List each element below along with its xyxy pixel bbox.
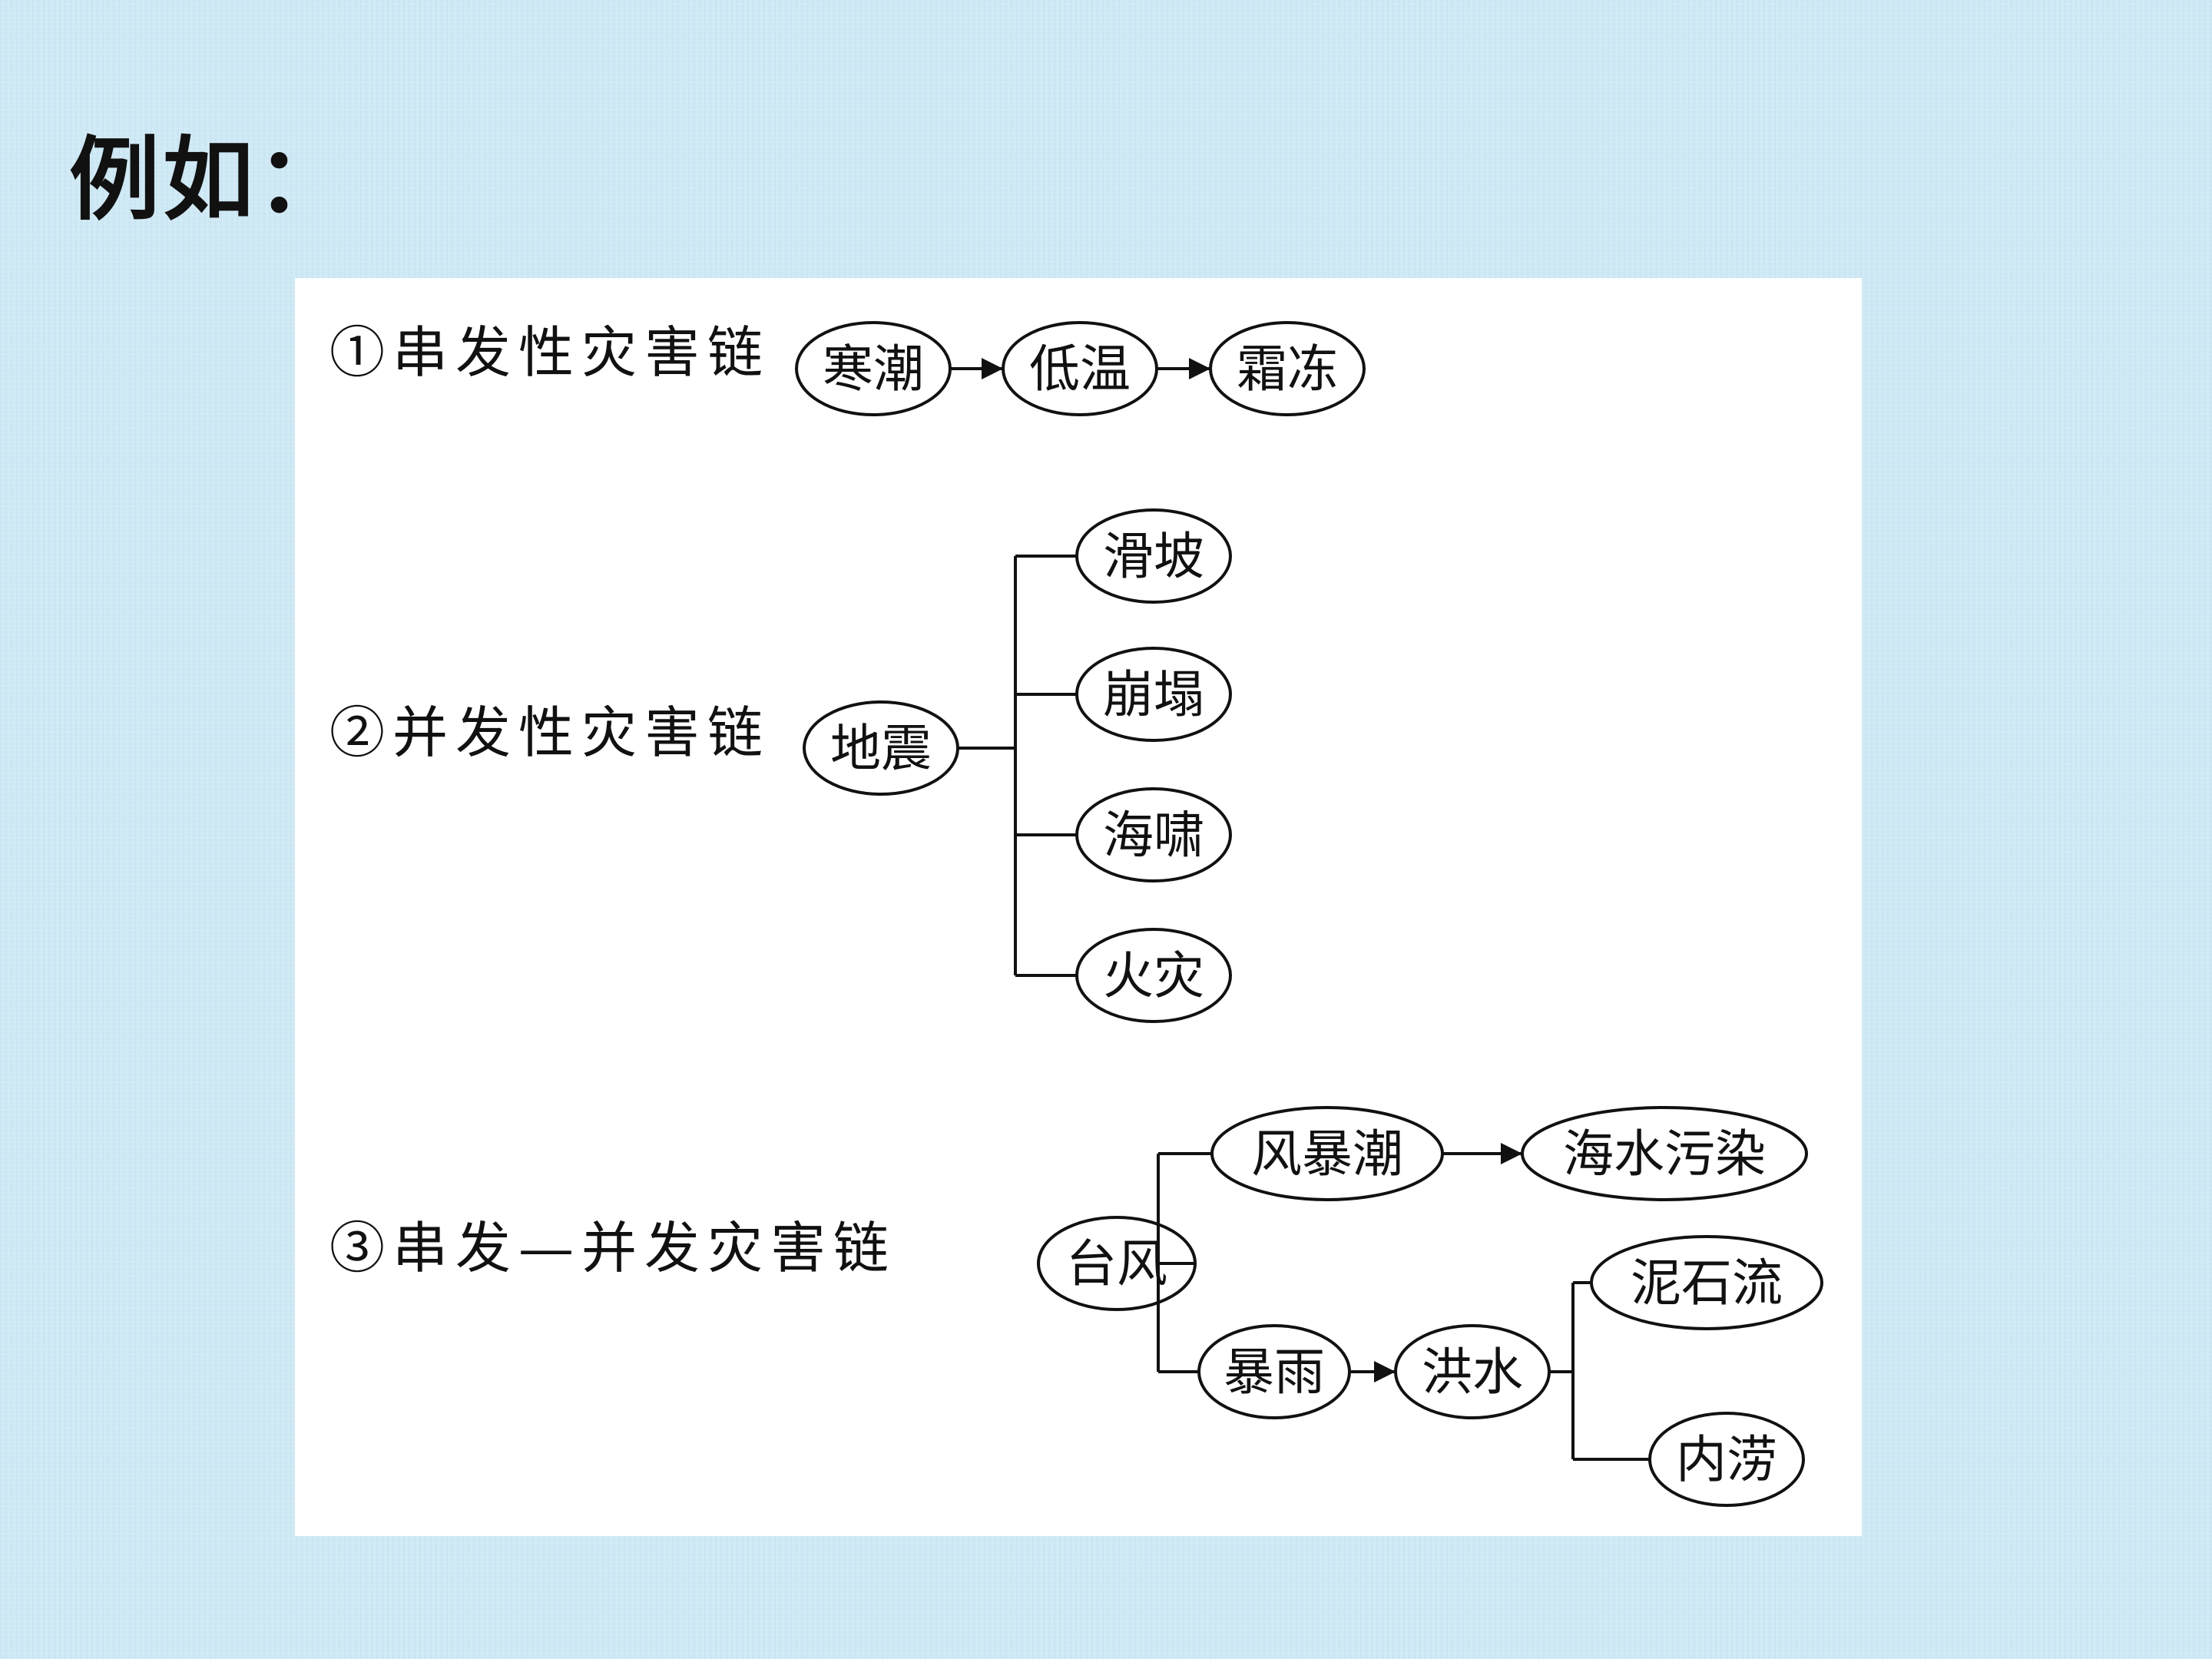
diagram-panel: ①串发性灾害链 寒潮 低温 霜冻 ②并发性灾害链 地震 滑坡 [295,278,1862,1536]
node-neilao: 内涝 [1648,1412,1805,1507]
node-fengbaochao: 风暴潮 [1210,1106,1444,1201]
svg-text:滑坡: 滑坡 [1103,527,1204,586]
branch-lines-dizhen [1015,555,1077,977]
svg-text:寒潮: 寒潮 [823,339,924,399]
node-hongshui: 洪水 [1394,1324,1551,1419]
svg-text:海水污染: 海水污染 [1563,1124,1766,1184]
disaster-chain-diagram: ①串发性灾害链 寒潮 低温 霜冻 ②并发性灾害链 地震 滑坡 [329,320,1823,1507]
node-diwen: 低温 [1002,321,1158,416]
node-huozai: 火灾 [1075,928,1232,1023]
svg-text:台风: 台风 [1066,1234,1167,1293]
svg-text:洪水: 洪水 [1422,1343,1523,1402]
svg-text:崩塌: 崩塌 [1103,665,1204,724]
node-nishiliu: 泥石流 [1590,1235,1823,1330]
branch-lines-taifeng [1157,1152,1212,1373]
node-hanchao: 寒潮 [795,321,952,416]
svg-text:内涝: 内涝 [1676,1430,1777,1489]
node-haixiao: 海啸 [1075,787,1232,882]
page-title: 例如： [69,127,351,233]
svg-text:暴雨: 暴雨 [1224,1343,1325,1402]
chain-2-label: ②并发性灾害链 [329,700,770,765]
svg-text:火灾: 火灾 [1103,946,1204,1005]
chain-3-label: ③串发—并发灾害链 [329,1216,896,1280]
node-shuangdong: 霜冻 [1209,321,1366,416]
svg-text:霜冻: 霜冻 [1237,339,1338,399]
node-bengta: 崩塌 [1075,647,1232,742]
svg-text:地震: 地震 [830,719,932,778]
svg-text:低温: 低温 [1029,339,1131,399]
chain-1-label: ①串发性灾害链 [329,320,770,385]
node-huapo: 滑坡 [1075,508,1232,604]
node-baoyu: 暴雨 [1197,1324,1351,1419]
node-haishuiwuran: 海水污染 [1521,1106,1808,1201]
svg-text:泥石流: 泥石流 [1631,1253,1783,1313]
svg-text:风暴潮: 风暴潮 [1251,1124,1403,1184]
node-dizhen: 地震 [803,700,959,796]
branch-lines-hongshui [1549,1281,1650,1461]
svg-text:海啸: 海啸 [1103,806,1204,865]
